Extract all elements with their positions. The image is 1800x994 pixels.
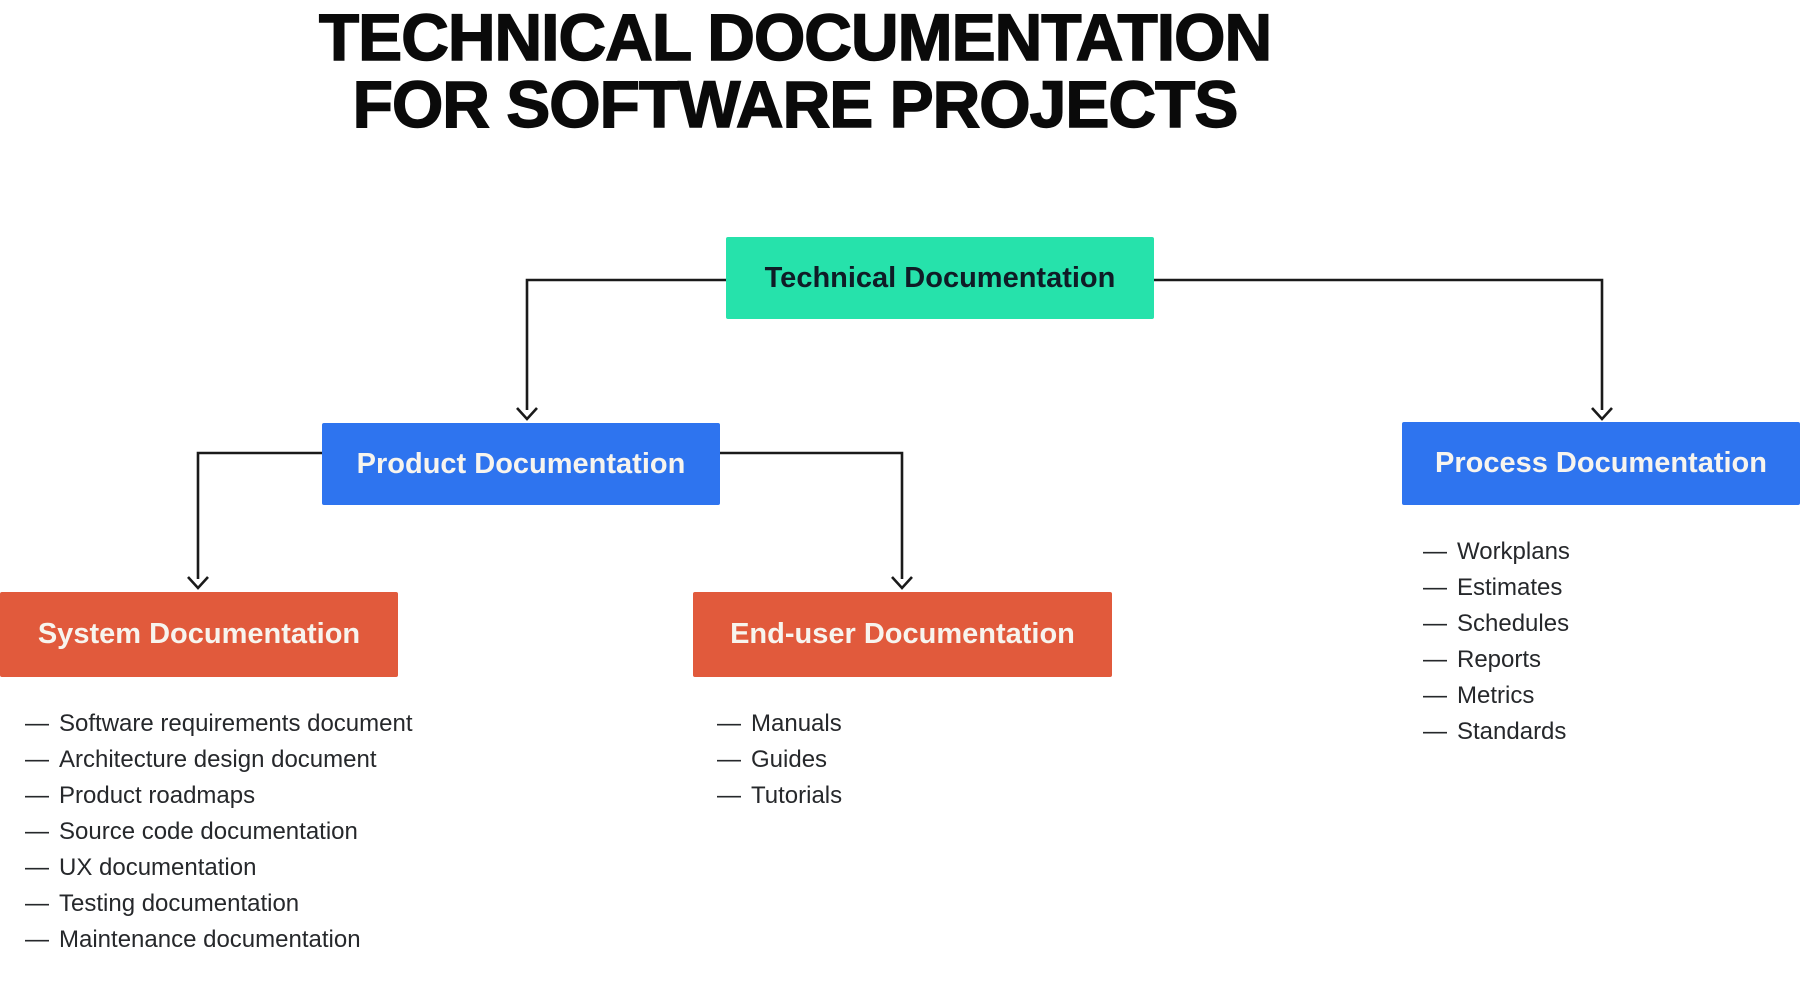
dash-icon: — xyxy=(1423,718,1447,745)
list-item: — Estimates xyxy=(1423,570,1570,606)
dash-icon: — xyxy=(1423,574,1447,601)
dash-icon: — xyxy=(1423,682,1447,709)
dash-icon: — xyxy=(1423,646,1447,673)
system-documentation-list: — Software requirements document — Architec… xyxy=(25,706,413,958)
node-enduser-label: End-user Documentation xyxy=(730,618,1075,650)
dash-icon: — xyxy=(717,746,741,773)
list-item: — Manuals xyxy=(717,706,842,742)
list-item-label: UX documentation xyxy=(59,854,257,881)
list-item: — Guides xyxy=(717,742,842,778)
arrowhead-process xyxy=(1591,407,1613,421)
dash-icon: — xyxy=(25,890,49,917)
connector-technical-process xyxy=(1154,278,1604,410)
list-item-label: Metrics xyxy=(1457,682,1535,709)
dash-icon: — xyxy=(25,746,49,773)
node-technical-label: Technical Documentation xyxy=(764,261,1116,294)
node-process-label: Process Documentation xyxy=(1435,447,1767,479)
dash-icon: — xyxy=(25,710,49,737)
list-item-label: Standards xyxy=(1457,718,1567,745)
list-item: — Source code documentation xyxy=(25,814,413,850)
node-process-documentation: Process Documentation xyxy=(1402,422,1800,505)
dash-icon: — xyxy=(1423,610,1447,637)
dash-icon: — xyxy=(1423,538,1447,565)
list-item: — Architecture design document xyxy=(25,742,413,778)
arrowhead-system xyxy=(187,576,209,590)
page-title: TECHNICAL DOCUMENTATION FOR SOFTWARE PRO… xyxy=(0,0,1590,141)
node-system-documentation: System Documentation xyxy=(0,592,398,677)
list-item-label: Manuals xyxy=(751,710,842,737)
page-title-line2: FOR SOFTWARE PROJECTS xyxy=(352,67,1239,141)
list-item: — Reports xyxy=(1423,642,1570,678)
list-item: — Software requirements document xyxy=(25,706,413,742)
dash-icon: — xyxy=(25,782,49,809)
list-item: — Schedules xyxy=(1423,606,1570,642)
list-item-label: Estimates xyxy=(1457,574,1563,601)
dash-icon: — xyxy=(25,818,49,845)
list-item-label: Testing documentation xyxy=(59,890,300,917)
connector-product-enduser xyxy=(720,451,904,579)
page-title-line1: TECHNICAL DOCUMENTATION xyxy=(318,0,1273,74)
dash-icon: — xyxy=(717,782,741,809)
arrowhead-product xyxy=(516,407,538,421)
node-technical-documentation: Technical Documentation xyxy=(726,237,1154,319)
list-item-label: Architecture design document xyxy=(59,746,377,773)
list-item: — Tutorials xyxy=(717,778,842,814)
process-documentation-list: — Workplans — Estimates — Schedules — Reports — M… xyxy=(1423,534,1570,750)
node-enduser-documentation: End-user Documentation xyxy=(693,592,1112,677)
connector-product-system xyxy=(196,451,322,579)
list-item-label: Guides xyxy=(751,746,828,773)
list-item-label: Maintenance documentation xyxy=(59,926,361,953)
dash-icon: — xyxy=(25,854,49,881)
node-product-label: Product Documentation xyxy=(356,447,686,480)
arrowhead-enduser xyxy=(891,576,913,590)
list-item: — Maintenance documentation xyxy=(25,922,413,958)
list-item: — Standards xyxy=(1423,714,1570,750)
enduser-documentation-list: — Manuals — Guides — Tutorials xyxy=(717,706,842,814)
list-item-label: Workplans xyxy=(1457,538,1570,565)
list-item-label: Source code documentation xyxy=(59,818,358,845)
list-item-label: Software requirements document xyxy=(59,710,413,737)
list-item: — Metrics xyxy=(1423,678,1570,714)
list-item-label: Tutorials xyxy=(751,782,843,809)
list-item: — Workplans xyxy=(1423,534,1570,570)
list-item-label: Reports xyxy=(1457,646,1542,673)
list-item: — Testing documentation xyxy=(25,886,413,922)
dash-icon: — xyxy=(717,710,741,737)
node-system-label: System Documentation xyxy=(37,618,361,650)
connector-technical-product xyxy=(525,278,726,410)
dash-icon: — xyxy=(25,926,49,953)
list-item: — Product roadmaps xyxy=(25,778,413,814)
list-item-label: Schedules xyxy=(1457,610,1570,637)
list-item: — UX documentation xyxy=(25,850,413,886)
node-product-documentation: Product Documentation xyxy=(322,423,720,505)
list-item-label: Product roadmaps xyxy=(59,782,256,809)
